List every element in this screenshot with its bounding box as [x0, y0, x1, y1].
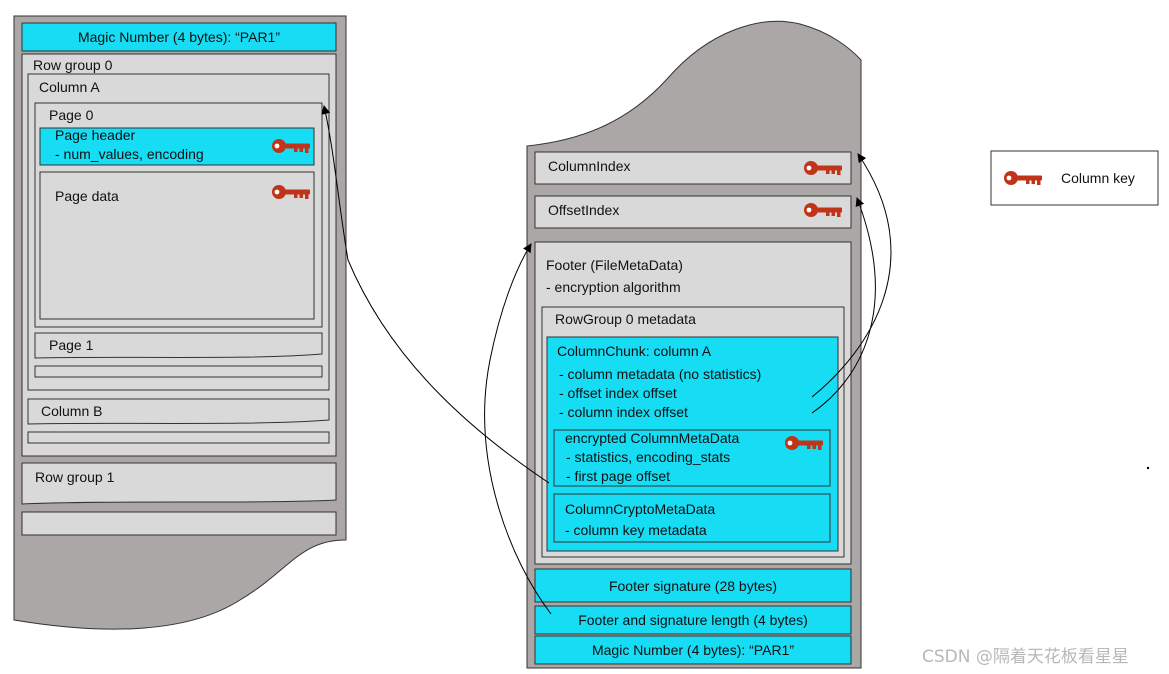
rowgroup-meta-label: RowGroup 0 metadata	[555, 311, 696, 327]
footer-signature	[534, 568, 852, 603]
row-group-more	[21, 511, 337, 536]
enc-meta-label: encrypted ColumnMetaData	[565, 430, 740, 446]
right-magic-number-label: Magic Number (4 bytes): “PAR1”	[592, 642, 794, 658]
column-b	[27, 398, 330, 425]
footer-detail: - encryption algorithm	[546, 279, 681, 295]
footer-signature-label: Footer signature (28 bytes)	[609, 578, 777, 594]
column-b-label: Column B	[41, 403, 102, 419]
enc-item: - statistics, encoding_stats	[566, 449, 730, 465]
page-header-detail: - num_values, encoding	[55, 146, 204, 162]
column-index-label: ColumnIndex	[548, 158, 631, 174]
right-parquet-file: ColumnIndex OffsetIndex Footer (FileMeta…	[526, 20, 862, 669]
page-1-label: Page 1	[49, 337, 94, 353]
row-group-0-label: Row group 0	[33, 57, 113, 73]
page-0-label: Page 0	[49, 107, 94, 123]
chunk-item: - offset index offset	[559, 385, 677, 401]
left-magic-number-label: Magic Number (4 bytes): “PAR1”	[78, 29, 280, 45]
right-magic-number	[534, 635, 852, 665]
legend: Column key	[990, 150, 1159, 206]
column-a-label: Column A	[39, 79, 100, 95]
crypto-meta-detail: - column key metadata	[565, 522, 707, 538]
enc-item: - first page offset	[566, 468, 670, 484]
footer-label: Footer (FileMetaData)	[546, 257, 683, 273]
column-index-offset-arrow	[811, 153, 892, 398]
stray-dot	[1146, 466, 1150, 470]
offset-index-label: OffsetIndex	[548, 202, 619, 218]
page-1	[34, 332, 323, 359]
column-crypto-metadata	[553, 493, 831, 543]
first-page-offset-arrow	[321, 105, 550, 484]
left-parquet-file: Magic Number (4 bytes): “PAR1” Row group…	[13, 15, 347, 630]
reference-arrows	[321, 105, 892, 615]
page-data	[39, 171, 315, 320]
column-more	[27, 431, 330, 444]
footer-length	[534, 605, 852, 635]
column-chunk-label: ColumnChunk: column A	[557, 343, 712, 359]
footer-length-label: Footer and signature length (4 bytes)	[578, 612, 808, 628]
watermark: CSDN @隔着天花板看星星	[922, 647, 1129, 667]
chunk-item: - column index offset	[559, 404, 688, 420]
crypto-meta-label: ColumnCryptoMetaData	[565, 501, 715, 517]
chunk-item: - column metadata (no statistics)	[559, 366, 761, 382]
row-group-1	[21, 462, 337, 505]
page-data-label: Page data	[55, 188, 119, 204]
page-more	[34, 365, 323, 378]
page-header	[39, 127, 315, 166]
column-index	[534, 151, 852, 185]
page-header-label: Page header	[55, 127, 136, 143]
footer-length-arrow	[484, 243, 552, 615]
encrypted-column-metadata	[553, 429, 831, 487]
row-group-1-label: Row group 1	[35, 469, 115, 485]
left-magic-number	[21, 22, 337, 52]
offset-index	[534, 195, 852, 229]
offset-index-offset-arrow	[811, 197, 876, 414]
legend-label: Column key	[1061, 170, 1135, 186]
